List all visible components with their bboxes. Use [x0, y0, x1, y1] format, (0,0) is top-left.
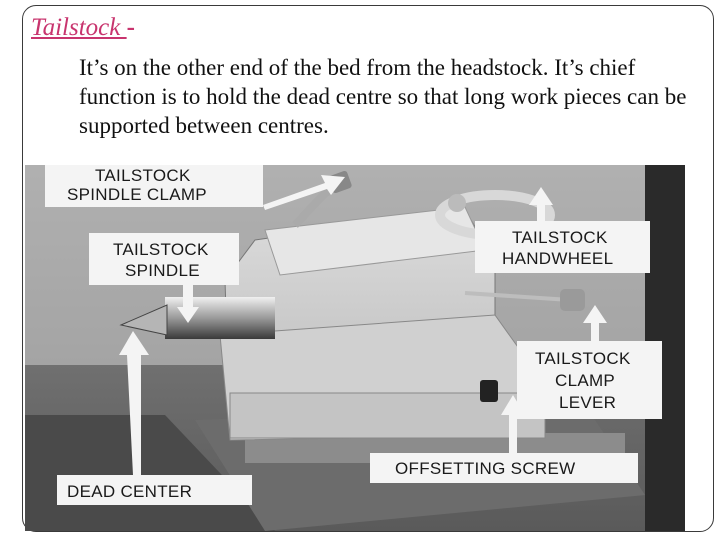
- label-handwheel-line1: TAILSTOCK: [512, 228, 608, 247]
- arrow-clamp-lever: [583, 305, 607, 341]
- label-handwheel-line2: HANDWHEEL: [502, 249, 613, 268]
- tailstock-photo: TAILSTOCK SPINDLE CLAMP TAILSTOCK SPINDL…: [25, 165, 685, 531]
- label-box-offsetting-screw: [370, 453, 638, 483]
- label-box-spindle-clamp: [45, 165, 263, 207]
- label-spindle-clamp-line2: SPINDLE CLAMP: [67, 185, 207, 204]
- label-dead-center: DEAD CENTER: [67, 482, 192, 501]
- label-clamp-lever-line1: TAILSTOCK: [535, 349, 631, 368]
- label-clamp-lever-line2: CLAMP: [555, 371, 615, 390]
- arrow-handwheel: [529, 187, 553, 221]
- title-dash: -: [126, 14, 135, 41]
- spindle-shaft: [165, 297, 275, 339]
- title-term: Tailstock: [31, 14, 127, 41]
- arrow-dead-center: [119, 331, 149, 475]
- label-spindle-line2: SPINDLE: [125, 261, 200, 280]
- slide-title: Tailstock -: [31, 14, 135, 42]
- slide-body-text: It’s on the other end of the bed from th…: [79, 55, 687, 138]
- tailstock-illustration: TAILSTOCK SPINDLE CLAMP TAILSTOCK SPINDL…: [25, 165, 685, 531]
- label-spindle-line1: TAILSTOCK: [113, 240, 209, 259]
- label-offsetting-screw: OFFSETTING SCREW: [395, 459, 575, 478]
- dead-center-point: [119, 304, 168, 336]
- offsetting-screw-knob: [480, 380, 498, 402]
- label-box-dead-center: [57, 475, 252, 505]
- label-box-clamp-lever: [517, 341, 662, 419]
- arrow-spindle-clamp: [263, 175, 345, 210]
- label-spindle-clamp-line1: TAILSTOCK: [95, 166, 191, 185]
- label-box-spindle: [89, 233, 239, 285]
- arrow-spindle: [177, 285, 199, 323]
- label-clamp-lever-line3: LEVER: [559, 393, 616, 412]
- arrow-offsetting-screw: [501, 395, 525, 453]
- label-box-handwheel: [475, 221, 650, 273]
